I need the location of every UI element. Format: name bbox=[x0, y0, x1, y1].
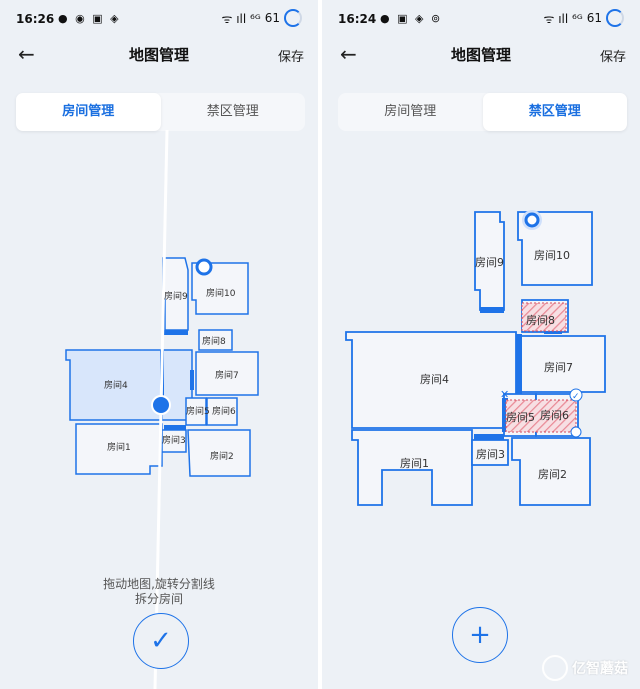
battery-ring-icon bbox=[284, 9, 302, 27]
no-go-zone-screen: 16:24 ● ▣ ◈ ⊚ ᯤ ıll ⁶ᴳ 61 ← 地图管理 保存 房间管理… bbox=[322, 0, 640, 689]
tab-no-go-zones[interactable]: 禁区管理 bbox=[482, 93, 627, 131]
room-1-label: 房间1 bbox=[107, 441, 131, 453]
hint-line-1: 拖动地图,旋转分割线 bbox=[103, 577, 215, 591]
room-10-area bbox=[517, 211, 593, 286]
room-7-area bbox=[195, 351, 259, 396]
status-bar: 16:26 ● ◉ ▣ ◈ ᯤ ıll ⁶ᴳ 61 bbox=[0, 0, 318, 38]
room-5-label: 房间5 bbox=[506, 411, 535, 424]
zone-ok-icon: ✓ bbox=[572, 392, 580, 402]
room-10-label: 房间10 bbox=[206, 287, 236, 299]
battery-level: 61 bbox=[264, 11, 280, 25]
robot-icon bbox=[195, 258, 213, 276]
zone-close-icon: ✕ bbox=[500, 388, 509, 401]
status-time: 16:24 bbox=[338, 12, 377, 26]
room-4-label: 房间4 bbox=[420, 373, 449, 386]
room-4-label: 房间4 bbox=[104, 379, 128, 391]
save-button[interactable]: 保存 bbox=[599, 50, 626, 65]
tab-room-management[interactable]: 房间管理 bbox=[16, 93, 161, 131]
no-go-zone-room-8 bbox=[521, 302, 567, 332]
watermark-logo-icon bbox=[542, 655, 568, 681]
door-7 bbox=[516, 334, 522, 394]
top-bar: ← 地图管理 保存 bbox=[0, 38, 318, 72]
robot-icon bbox=[524, 212, 540, 228]
room-6-label: 房间6 bbox=[540, 409, 569, 422]
room-5-label: 房间5 bbox=[186, 405, 210, 417]
watermark-text: 亿智蘑菇 bbox=[572, 661, 628, 677]
page-title: 地图管理 bbox=[128, 46, 189, 64]
status-bar: 16:24 ● ▣ ◈ ⊚ ᯤ ıll ⁶ᴳ 61 bbox=[322, 0, 640, 38]
page-title: 地图管理 bbox=[450, 46, 511, 64]
back-arrow-icon[interactable]: ← bbox=[18, 42, 35, 66]
room-1-label: 房间1 bbox=[400, 457, 429, 470]
notification-icons: ● ▣ ◈ ⊚ bbox=[380, 12, 443, 25]
door-3 bbox=[474, 434, 504, 440]
no-go-zone-room-5-6 bbox=[505, 399, 577, 433]
room-5-area bbox=[185, 397, 207, 426]
door-9 bbox=[480, 307, 504, 313]
watermark: 亿智蘑菇 bbox=[542, 655, 628, 681]
room-3-label: 房间3 bbox=[162, 434, 186, 446]
add-zone-button[interactable]: + bbox=[452, 607, 508, 663]
battery-ring-icon bbox=[606, 9, 624, 27]
split-hint: 拖动地图,旋转分割线 拆分房间 bbox=[0, 577, 318, 607]
room-8-label: 房间8 bbox=[202, 335, 226, 347]
split-handle bbox=[151, 395, 171, 415]
room-8-area bbox=[198, 329, 233, 351]
room-2-label: 房间2 bbox=[210, 450, 234, 462]
door-9 bbox=[164, 330, 188, 335]
door-7 bbox=[190, 370, 194, 390]
signal-icon: ᯤ ıll ⁶ᴳ bbox=[221, 11, 261, 26]
room-9-label: 房间9 bbox=[475, 256, 504, 269]
zone-resize-icon bbox=[570, 426, 582, 438]
room-7-label: 房间7 bbox=[215, 369, 239, 381]
confirm-button[interactable]: ✓ bbox=[133, 613, 189, 669]
status-time: 16:26 bbox=[16, 12, 55, 26]
room-6-area bbox=[206, 397, 238, 426]
tab-bar: 房间管理 禁区管理 bbox=[338, 93, 627, 131]
top-bar: ← 地图管理 保存 bbox=[322, 38, 640, 72]
back-arrow-icon[interactable]: ← bbox=[340, 42, 357, 66]
door-5 bbox=[502, 398, 508, 432]
status-right: ᯤ ıll ⁶ᴳ 61 bbox=[543, 9, 624, 27]
room-10-area bbox=[191, 262, 249, 315]
battery-level: 61 bbox=[586, 11, 602, 25]
hint-line-2: 拆分房间 bbox=[134, 592, 183, 606]
room-1-area bbox=[351, 429, 473, 506]
room-7-label: 房间7 bbox=[544, 361, 573, 374]
tab-room-management[interactable]: 房间管理 bbox=[384, 104, 437, 119]
room-2-area bbox=[187, 429, 251, 477]
room-management-screen: 16:26 ● ◉ ▣ ◈ ᯤ ıll ⁶ᴳ 61 ← 地图管理 保存 房间管理… bbox=[0, 0, 318, 689]
room-10-label: 房间10 bbox=[534, 249, 570, 262]
room-4-area bbox=[345, 331, 517, 429]
room-map[interactable]: 房间4 房间1 房间2 房间3 房间5 房间6 房间7 房间8 房间9 房间10 bbox=[0, 0, 318, 689]
status-right: ᯤ ıll ⁶ᴳ 61 bbox=[221, 9, 302, 27]
door-3 bbox=[164, 425, 186, 430]
room-9-label: 房间9 bbox=[164, 290, 188, 302]
room-8-label: 房间8 bbox=[526, 314, 555, 327]
save-button[interactable]: 保存 bbox=[277, 50, 304, 65]
room-6-label: 房间6 bbox=[212, 405, 236, 417]
tab-no-go-zones[interactable]: 禁区管理 bbox=[206, 104, 259, 119]
room-3-label: 房间3 bbox=[476, 448, 505, 461]
room-2-label: 房间2 bbox=[538, 468, 567, 481]
room-2-area bbox=[511, 437, 591, 506]
notification-icons: ● ◉ ▣ ◈ bbox=[58, 12, 121, 25]
tab-bar: 房间管理 禁区管理 bbox=[16, 93, 305, 131]
zone-map[interactable]: ✕ ✓ 房间9 房间10 房间8 房间7 房间4 房间5 房间6 房间1 房间3… bbox=[322, 0, 640, 689]
zone-confirm-handle bbox=[569, 388, 583, 402]
signal-icon: ᯤ ıll ⁶ᴳ bbox=[543, 11, 583, 26]
